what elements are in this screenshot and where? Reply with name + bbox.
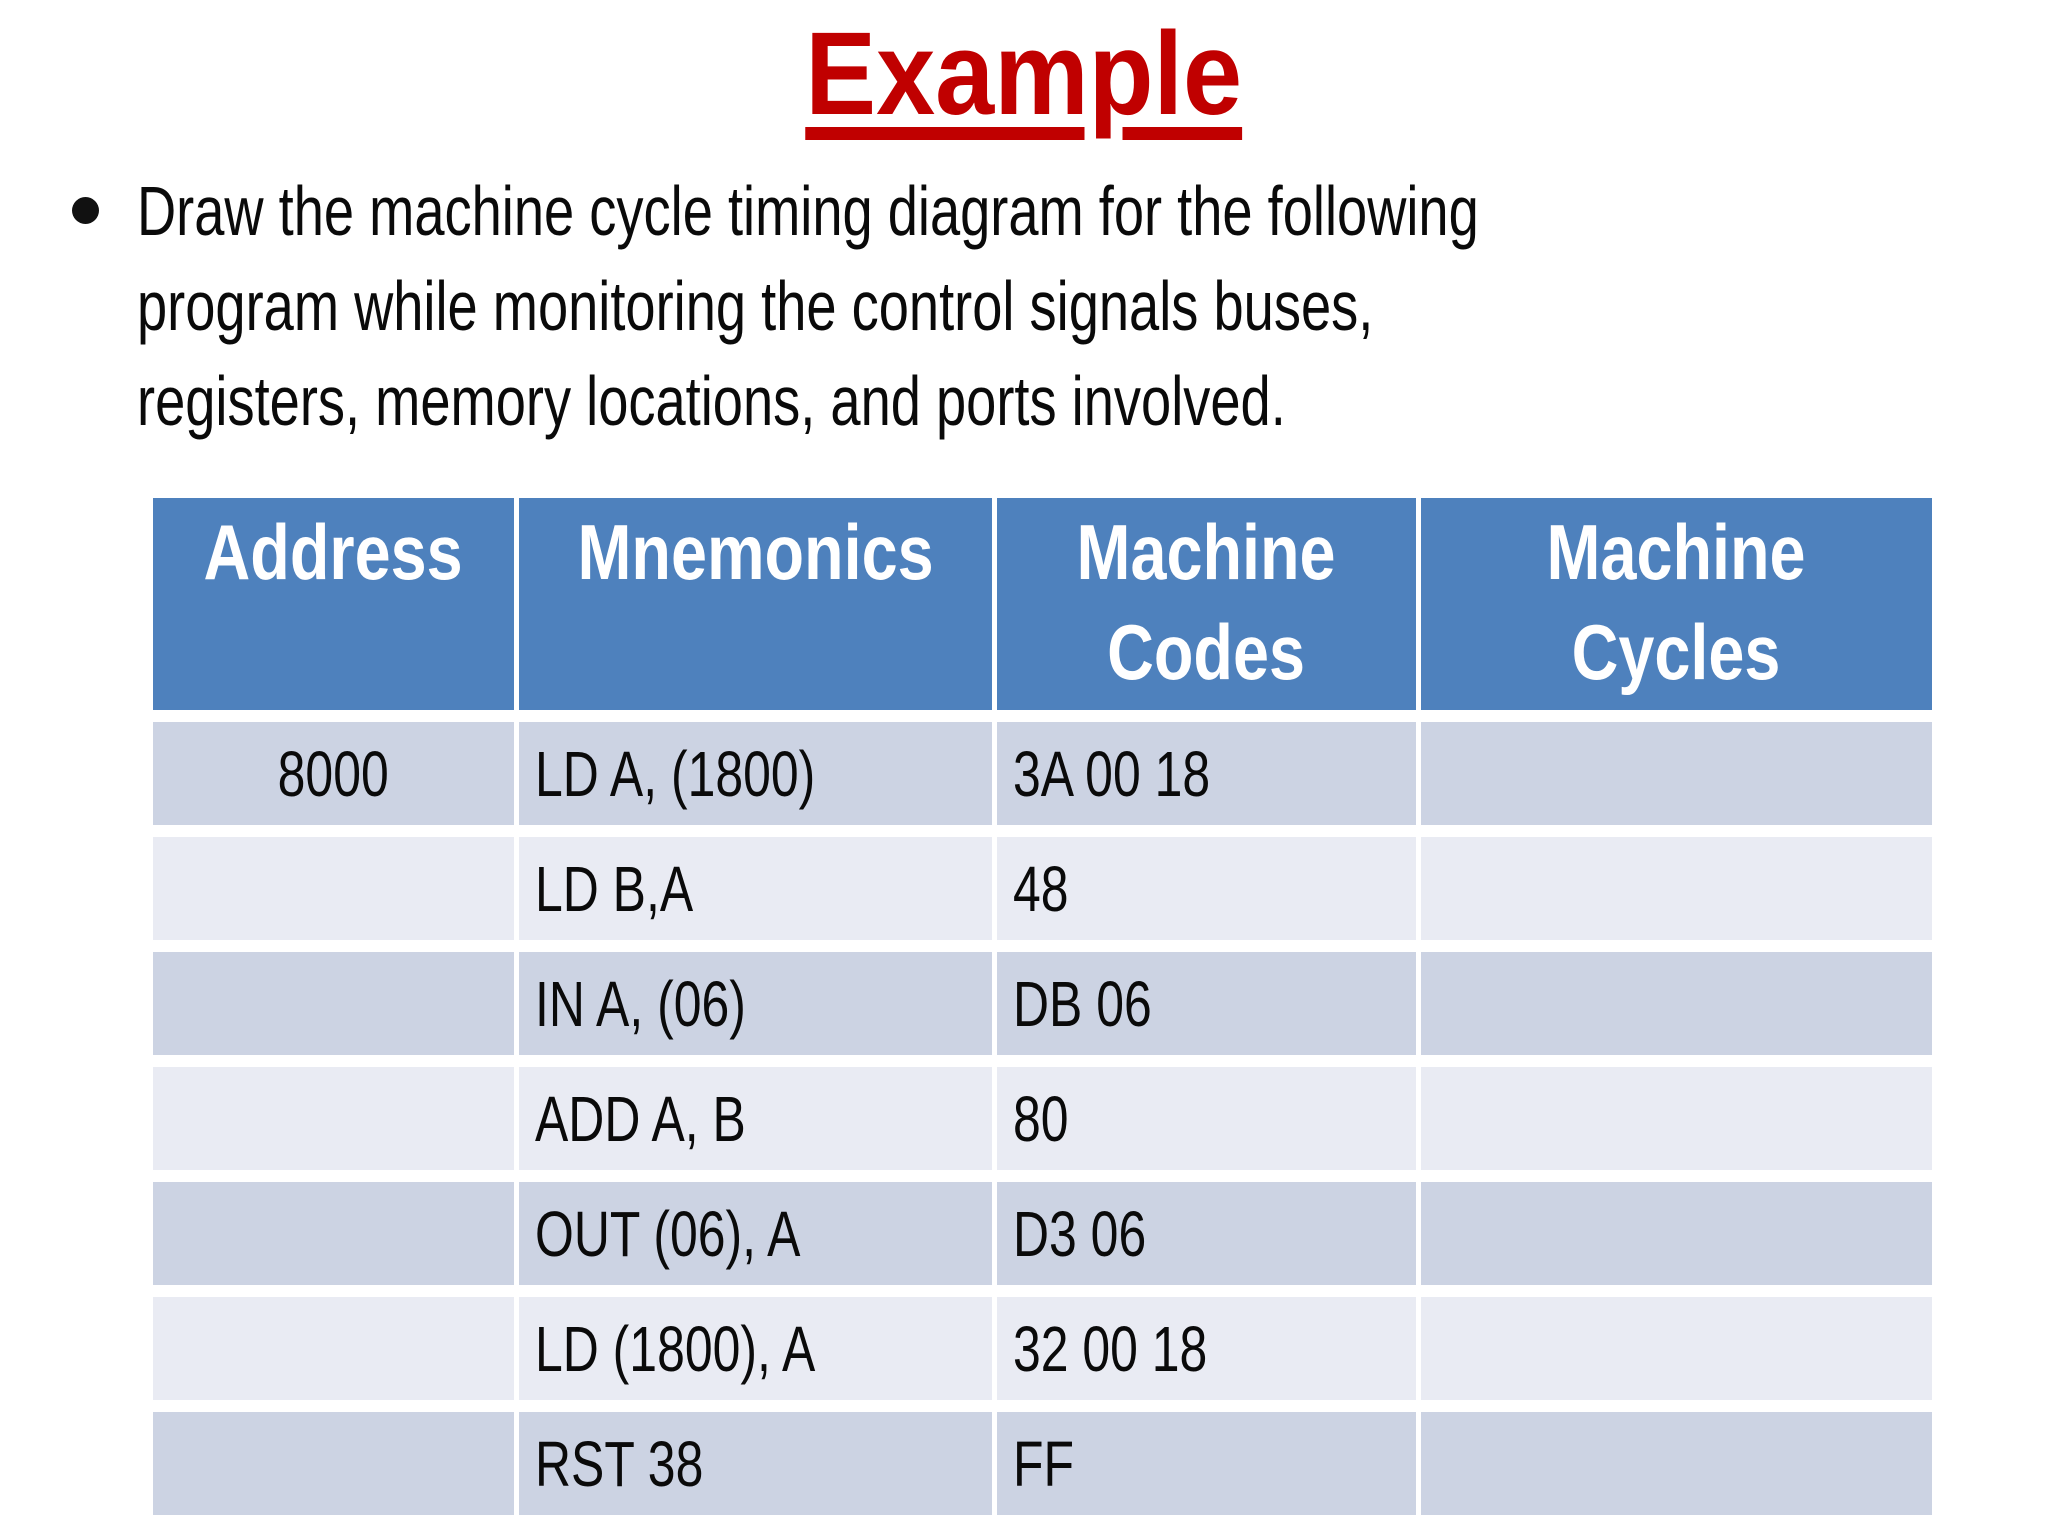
cell-machine-code: DB 06 [992, 940, 1416, 1055]
col-header-machine-codes-stack: Machine Codes [1077, 502, 1336, 702]
cell-machine-cycles [1416, 940, 1932, 1055]
col-header-machine-codes: Machine Codes [992, 498, 1416, 710]
table-header-row: Address Mnemonics Machine Codes Machine … [153, 498, 1932, 710]
cell-text: DB 06 [1013, 967, 1152, 1040]
cell-mnemonic: IN A, (06) [514, 940, 992, 1055]
cell-machine-cycles [1416, 1170, 1932, 1285]
cell-address: 8000 [153, 710, 514, 825]
cell-address [153, 940, 514, 1055]
cell-machine-code: 80 [992, 1055, 1416, 1170]
cell-text: LD (1800), A [535, 1312, 816, 1385]
cell-machine-code: FF [992, 1400, 1416, 1515]
cell-machine-cycles [1416, 1400, 1932, 1515]
cell-machine-cycles [1416, 1285, 1932, 1400]
program-table: Address Mnemonics Machine Codes Machine … [153, 498, 1932, 1515]
cell-machine-code: D3 06 [992, 1170, 1416, 1285]
cell-mnemonic: OUT (06), A [514, 1170, 992, 1285]
header-line: Address [203, 508, 464, 596]
cell-mnemonic: LD A, (1800) [514, 710, 992, 825]
table-row: 8000 LD A, (1800) 3A 00 18 [153, 710, 1932, 825]
bullet-line-2-text: program while monitoring the control sig… [137, 267, 1374, 345]
cell-text: 80 [1013, 1082, 1069, 1155]
cell-text: RST 38 [535, 1427, 704, 1500]
cell-machine-cycles [1416, 825, 1932, 940]
cell-machine-code: 48 [992, 825, 1416, 940]
cell-address [153, 1400, 514, 1515]
header-line: Mnemonics [577, 508, 934, 596]
cell-text: FF [1013, 1427, 1074, 1500]
col-header-machine-cycles: Machine Cycles [1416, 498, 1932, 710]
cell-mnemonic: LD B,A [514, 825, 992, 940]
cell-text: LD A, (1800) [535, 737, 816, 810]
cell-address [153, 1170, 514, 1285]
cell-text: LD B,A [535, 852, 694, 925]
bullet-item: Draw the machine cycle timing diagram fo… [72, 164, 1868, 449]
header-line: Cycles [1572, 608, 1781, 696]
cell-text: ADD A, B [535, 1082, 746, 1155]
cell-machine-code: 32 00 18 [992, 1285, 1416, 1400]
header-line: Codes [1107, 608, 1306, 696]
cell-machine-code: 3A 00 18 [992, 710, 1416, 825]
cell-text: IN A, (06) [535, 967, 746, 1040]
table-row: RST 38 FF [153, 1400, 1932, 1515]
cell-mnemonic: ADD A, B [514, 1055, 992, 1170]
col-header-address: Address [153, 498, 514, 710]
table-row: IN A, (06) DB 06 [153, 940, 1932, 1055]
table-row: OUT (06), A D3 06 [153, 1170, 1932, 1285]
bullet-line-3: registers, memory locations, and ports i… [137, 354, 1868, 449]
bullet-line-3-text: registers, memory locations, and ports i… [137, 362, 1286, 440]
cell-address [153, 1285, 514, 1400]
header-line: Machine [1546, 508, 1807, 596]
cell-address [153, 825, 514, 940]
cell-text: D3 06 [1013, 1197, 1147, 1270]
cell-text: 8000 [277, 737, 390, 810]
cell-text: 48 [1013, 852, 1069, 925]
bullet-line-1: Draw the machine cycle timing diagram fo… [137, 164, 1868, 259]
cell-text: 3A 00 18 [1013, 737, 1211, 810]
cell-machine-cycles [1416, 710, 1932, 825]
col-header-mnemonics: Mnemonics [514, 498, 992, 710]
table-row: LD B,A 48 [153, 825, 1932, 940]
cell-text: OUT (06), A [535, 1197, 801, 1270]
header-line: Machine [1076, 508, 1337, 596]
bullet-line-1-text: Draw the machine cycle timing diagram fo… [137, 172, 1479, 250]
bullet-paragraph: Draw the machine cycle timing diagram fo… [137, 164, 1868, 449]
table-row: LD (1800), A 32 00 18 [153, 1285, 1932, 1400]
cell-mnemonic: RST 38 [514, 1400, 992, 1515]
page-title: Example [805, 8, 1243, 140]
cell-mnemonic: LD (1800), A [514, 1285, 992, 1400]
cell-address [153, 1055, 514, 1170]
col-header-address-stack: Address [204, 502, 463, 602]
bullet-dot [72, 197, 99, 224]
col-header-machine-cycles-stack: Machine Cycles [1547, 502, 1806, 702]
col-header-mnemonics-stack: Mnemonics [577, 502, 933, 602]
bullet-line-2: program while monitoring the control sig… [137, 259, 1868, 354]
cell-machine-cycles [1416, 1055, 1932, 1170]
cell-text: 32 00 18 [1013, 1312, 1208, 1385]
table-row: ADD A, B 80 [153, 1055, 1932, 1170]
title-container: Example [0, 8, 2048, 140]
